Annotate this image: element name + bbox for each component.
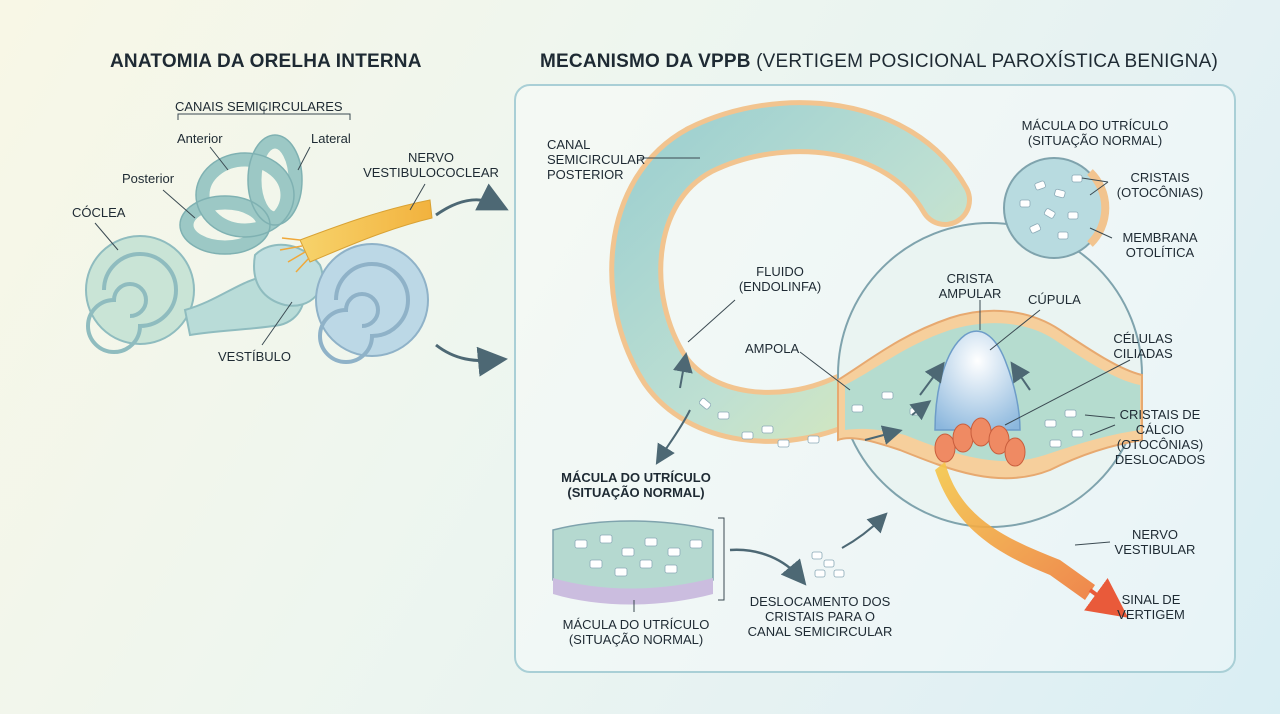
label-membrana-otolitica: MEMBRANA OTOLÍTICA [1122,230,1198,260]
label-macula-top: MÁCULA DO UTRÍCULO (SITUAÇÃO NORMAL) [1021,118,1169,148]
label-cristais-calcio-deslocados: CRISTAIS DE CÁLCIO (OTOCÔNIAS) DESLOCADO… [1114,407,1206,467]
vppb-mechanism-illustration [552,100,1143,618]
label-macula-mid: MÁCULA DO UTRÍCULO (SITUAÇÃO NORMAL) [561,470,711,500]
label-sinal-vertigem: SINAL DE VERTIGEM [1117,592,1185,622]
label-nervo-vestibulococlear: NERVO VESTIBULOCOCLEAR [363,150,499,180]
label-cupula: CÚPULA [1028,292,1081,307]
label-nervo-vestibular: NERVO VESTIBULAR [1114,527,1196,557]
label-vestibulo: VESTÍBULO [218,349,291,364]
label-canal-semicircular-posterior: CANAL SEMICIRCULAR POSTERIOR [547,137,646,182]
label-anterior: Anterior [177,131,223,146]
cochlea-shape [85,235,195,354]
label-cristais-otoconias: CRISTAIS (OTOCÔNIAS) [1116,170,1204,200]
label-ampola: AMPOLA [745,341,800,356]
label-celulas-ciliadas: CÉLULAS CILIADAS [1113,331,1173,361]
right-title: MECANISMO DA VPPB (VERTIGEM POSICIONAL P… [540,51,1218,73]
label-canais-semicirculares: CANAIS SEMICIRCULARES [175,99,343,114]
label-crista-ampular: CRISTA AMPULAR [938,271,1002,301]
left-title: ANATOMIA DA ORELHA INTERNA [110,51,422,72]
label-lateral: Lateral [311,131,351,146]
label-coclea: CÓCLEA [72,205,126,220]
label-posterior: Posterior [122,171,175,186]
label-fluido-endolinfa: FLUIDO (ENDOLINFA) [738,264,822,294]
label-macula-bottom: MÁCULA DO UTRÍCULO (SITUAÇÃO NORMAL) [562,617,710,647]
right-title-rest: (VERTIGEM POSICIONAL PAROXÍSTICA BENIGNA… [756,51,1218,72]
label-deslocamento-cristais: DESLOCAMENTO DOS CRISTAIS PARA O CANAL S… [747,594,893,639]
inner-ear-illustration [85,106,509,377]
right-title-bold: MECANISMO DA VPPB [540,51,751,72]
